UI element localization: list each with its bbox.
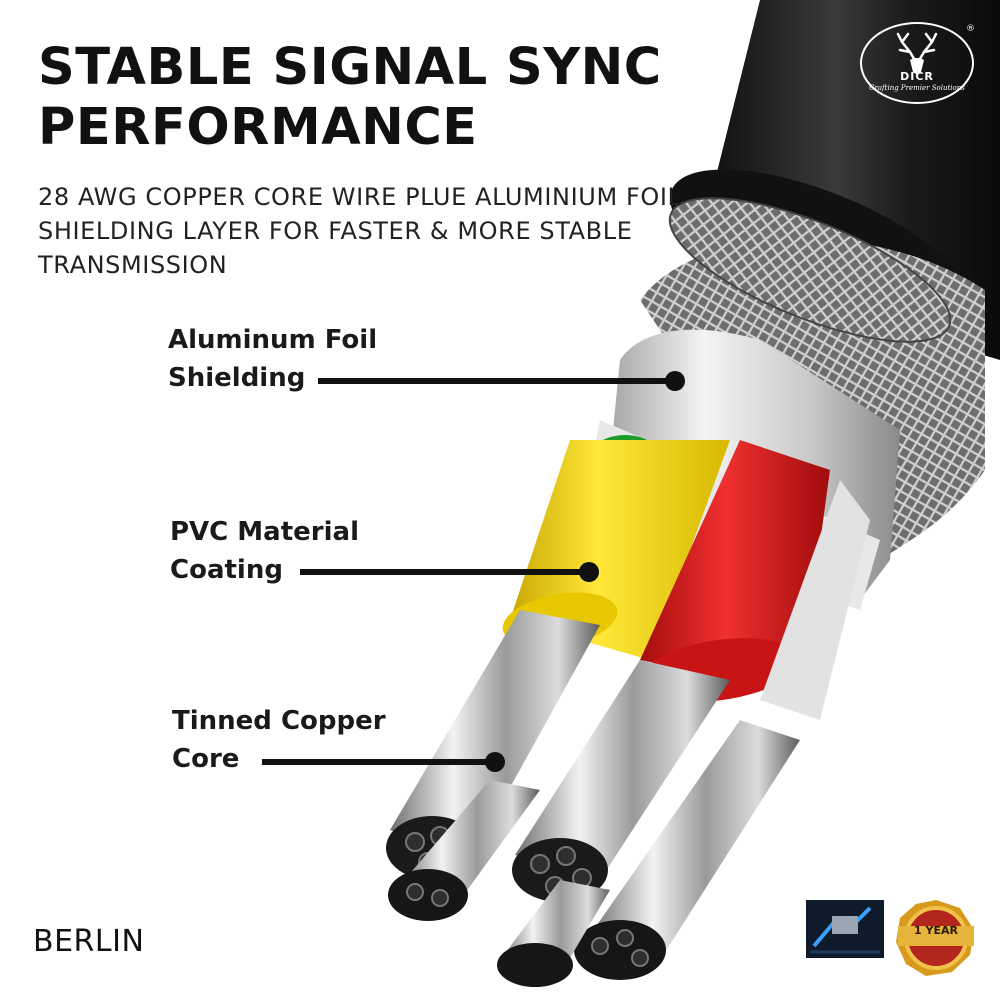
registered-mark: ® xyxy=(966,24,975,34)
subheadline-line-3: TRANSMISSION xyxy=(38,251,228,279)
callout-leaders xyxy=(262,371,685,772)
callout-tinned-copper: Tinned Copper Core xyxy=(172,702,386,778)
brand-logo: DICR Crafting Premier Solutions xyxy=(858,20,976,106)
headline-line-2: PERFORMANCE xyxy=(38,98,478,157)
footer-brand: BERLIN xyxy=(33,924,145,959)
callout-pvc-coating: PVC Material Coating xyxy=(170,513,359,589)
callout-tinned-copper-line-2: Core xyxy=(172,744,240,774)
product-thumbnail-icon xyxy=(806,900,884,958)
warranty-badge-icon xyxy=(896,900,974,976)
logo-brand-name: DICR xyxy=(900,70,934,83)
subheadline-line-1: 28 AWG COPPER CORE WIRE PLUE ALUMINIUM F… xyxy=(38,183,682,211)
subheadline-line-2: SHIELDING LAYER FOR FASTER & MORE STABLE xyxy=(38,217,633,245)
callout-tinned-copper-line-1: Tinned Copper xyxy=(172,706,386,736)
callout-pvc-coating-line-2: Coating xyxy=(170,555,283,585)
callout-aluminum-foil-line-1: Aluminum Foil xyxy=(168,325,378,355)
warranty-badge-label: 1 YEAR xyxy=(914,924,958,937)
callout-aluminum-foil: Aluminum Foil Shielding xyxy=(168,321,377,397)
logo-tagline: Crafting Premier Solutions xyxy=(869,84,965,92)
headline-line-1: STABLE SIGNAL SYNC xyxy=(38,38,662,97)
deer-logo-icon xyxy=(860,22,974,104)
subheadline: 28 AWG COPPER CORE WIRE PLUE ALUMINIUM F… xyxy=(38,180,718,282)
headline: STABLE SIGNAL SYNC PERFORMANCE xyxy=(38,38,662,158)
callout-pvc-coating-line-1: PVC Material xyxy=(170,517,359,547)
callout-aluminum-foil-line-2: Shielding xyxy=(168,363,306,393)
